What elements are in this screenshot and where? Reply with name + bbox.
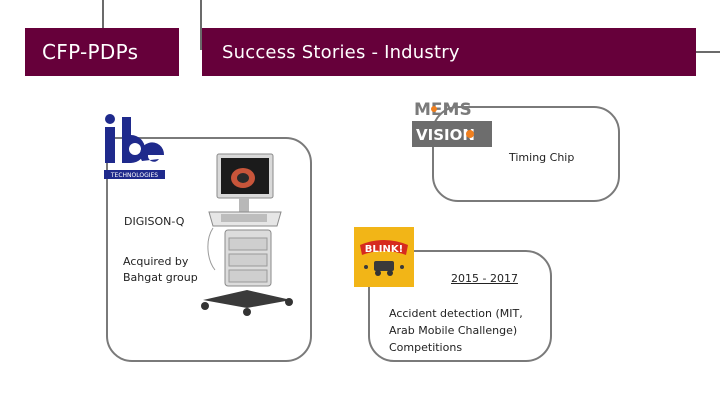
mems-vision-logo: MEMS VISION: [412, 100, 492, 147]
story-card-mems: [432, 106, 620, 202]
ibe-technologies-logo: TECHNOLOGIES: [104, 114, 165, 179]
product-name: DIGISON-Q: [124, 215, 185, 228]
section-badge: CFP-PDPs: [25, 28, 179, 76]
connector-line-right: [694, 51, 720, 53]
ibe-logo-text: TECHNOLOGIES: [110, 172, 158, 179]
blink-logo-text: BLINK!: [365, 244, 403, 255]
years-label: 2015 - 2017: [451, 272, 518, 285]
connector-line-mid: [200, 0, 202, 50]
mems-logo-bottom: VISION: [416, 126, 475, 144]
page-title: Success Stories - Industry: [202, 28, 696, 76]
mems-logo-top: MEMS: [414, 100, 472, 120]
acquisition-note: Acquired by Bahgat group: [123, 255, 198, 284]
accident-detection-note: Accident detection (MIT, Arab Mobile Cha…: [389, 307, 523, 354]
ultrasound-machine-image: [201, 153, 293, 316]
story-card-ibe: [106, 137, 312, 362]
story-card-blink: [368, 250, 552, 362]
connector-line-left: [102, 0, 104, 28]
timing-chip-label: Timing Chip: [509, 151, 575, 164]
blink-logo: BLINK!: [354, 227, 414, 287]
